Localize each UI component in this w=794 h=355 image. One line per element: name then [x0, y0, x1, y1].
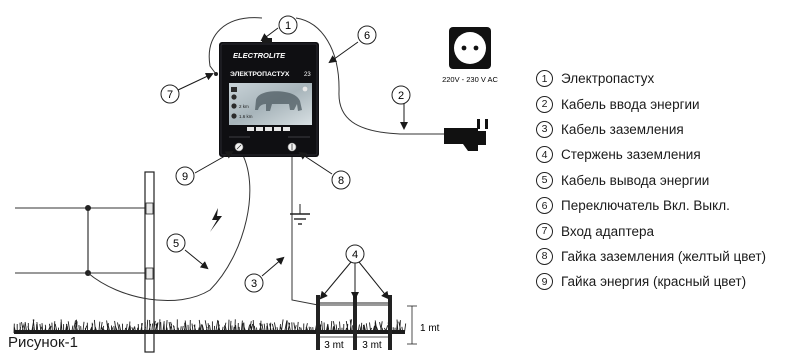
- status-light: [247, 127, 254, 131]
- legend-label: Вход адаптера: [561, 223, 655, 239]
- legend-number: 7: [536, 222, 553, 240]
- callout-3: 3: [244, 273, 264, 293]
- svg-text:8: 8: [338, 175, 344, 187]
- legend-number: 2: [536, 95, 553, 113]
- figure-caption: Рисунок-1: [8, 334, 78, 351]
- callout-2: 2: [391, 85, 411, 105]
- status-light: [265, 127, 272, 131]
- height-label: 1 mt: [420, 323, 440, 334]
- callout-8-arrow: [298, 151, 333, 175]
- legend-label: Кабель ввода энергии: [561, 96, 700, 112]
- legend-label: Переключатель Вкл. Выкл.: [561, 198, 730, 214]
- legend-label: Гайка заземления (желтый цвет): [561, 248, 767, 264]
- legend-number: 4: [536, 146, 553, 164]
- lightning-icon: [210, 208, 222, 232]
- legend-label: Кабель заземления: [561, 121, 684, 137]
- ground-symbol-icon: [290, 204, 310, 225]
- grass-ground: [13, 319, 407, 334]
- svg-text:3: 3: [251, 278, 257, 290]
- electric-fence-energizer: ELECTROLITE ЭЛЕКТРОПАСТУХ 23 2 km 1.6 km: [219, 42, 319, 157]
- legend-item: 1 Электропастух: [536, 66, 794, 91]
- power-level-icon: [231, 87, 237, 92]
- legend-label: Кабель вывода энергии: [561, 172, 710, 188]
- legend-number: 1: [536, 70, 553, 88]
- legend-item: 5 Кабель вывода энергии: [536, 168, 794, 193]
- fence-insulator: [145, 202, 154, 215]
- range-icon: [231, 103, 237, 109]
- adapter-input-cable: [208, 17, 263, 75]
- legend-number: 5: [536, 171, 553, 189]
- callout-7: 7: [160, 84, 180, 104]
- socket-pin-hole: [461, 45, 467, 51]
- output-energy-cable: [87, 149, 251, 301]
- fence-post: [144, 171, 155, 353]
- callout-4-pointer: [319, 261, 352, 300]
- callout-1: 1: [278, 15, 298, 35]
- callout-5: 5: [166, 233, 186, 253]
- power-socket: [449, 27, 491, 69]
- svg-text:2: 2: [398, 90, 404, 102]
- mode-icon: [231, 94, 237, 100]
- range-readout: 1.6 km: [239, 114, 253, 119]
- svg-text:4: 4: [352, 249, 358, 261]
- callout-6-arrow: [328, 41, 359, 64]
- callout-1-arrow: [260, 27, 279, 42]
- spacing-label: 3 mt: [362, 340, 382, 351]
- callout-4-pointer: [358, 261, 390, 300]
- fence-insulator: [145, 267, 154, 280]
- device-brand: ELECTROLITE: [233, 51, 286, 60]
- legend-number: 6: [536, 197, 553, 215]
- svg-text:5: 5: [173, 238, 179, 250]
- socket-pin-hole: [473, 45, 479, 51]
- input-energy-cable: [295, 17, 450, 135]
- indicator-light-icon: [302, 86, 308, 92]
- cable-end-dot: [214, 72, 218, 76]
- legend-item: 8 Гайка заземления (желтый цвет): [536, 244, 794, 269]
- callout-4: 4: [345, 244, 365, 264]
- device-model-suffix: 23: [304, 72, 311, 78]
- legend-label: Гайка энергия (красный цвет): [561, 274, 747, 290]
- legend-item: 4 Стержень заземления: [536, 142, 794, 167]
- status-light: [283, 127, 290, 131]
- callout-6: 6: [357, 25, 377, 45]
- spacing-label: 3 mt: [324, 340, 344, 351]
- legend-item: 7 Вход адаптера: [536, 218, 794, 243]
- callout-7-arrow: [177, 72, 214, 91]
- ground-rod: [316, 295, 320, 350]
- callout-3-arrow: [261, 256, 285, 277]
- energy-terminal-slot: [236, 144, 242, 150]
- legend-number: 3: [536, 120, 553, 138]
- cow-silhouette-icon: [255, 91, 302, 111]
- grass-base: [14, 330, 405, 334]
- power-adapter: [444, 119, 488, 151]
- socket-voltage-label: 220V - 230 V AC: [442, 75, 498, 84]
- ground-rod: [388, 295, 392, 350]
- legend-item: 6 Переключатель Вкл. Выкл.: [536, 193, 794, 218]
- legend-label: Стержень заземления: [561, 147, 701, 163]
- legend-item: 2 Кабель ввода энергии: [536, 91, 794, 116]
- legend-item: 3 Кабель заземления: [536, 117, 794, 142]
- legend-number: 9: [536, 273, 553, 291]
- svg-text:7: 7: [167, 89, 173, 101]
- range-readout: 2 km: [239, 104, 249, 109]
- svg-text:1: 1: [285, 20, 291, 32]
- legend-item: 9 Гайка энергия (красный цвет): [536, 269, 794, 294]
- ground-rod: [353, 295, 357, 350]
- device-model: ЭЛЕКТРОПАСТУХ: [230, 71, 290, 78]
- legend-number: 8: [536, 247, 553, 265]
- svg-text:6: 6: [364, 30, 370, 42]
- range-icon: [231, 113, 237, 119]
- svg-text:9: 9: [182, 171, 188, 183]
- wire-junction-dot: [85, 205, 91, 211]
- legend-label: Электропастух: [561, 71, 655, 87]
- status-light: [256, 127, 263, 131]
- status-light: [274, 127, 281, 131]
- callout-8: 8: [331, 170, 351, 190]
- callout-9-arrow: [194, 151, 234, 174]
- callout-9: 9: [175, 166, 195, 186]
- callout-5-arrow: [184, 249, 209, 270]
